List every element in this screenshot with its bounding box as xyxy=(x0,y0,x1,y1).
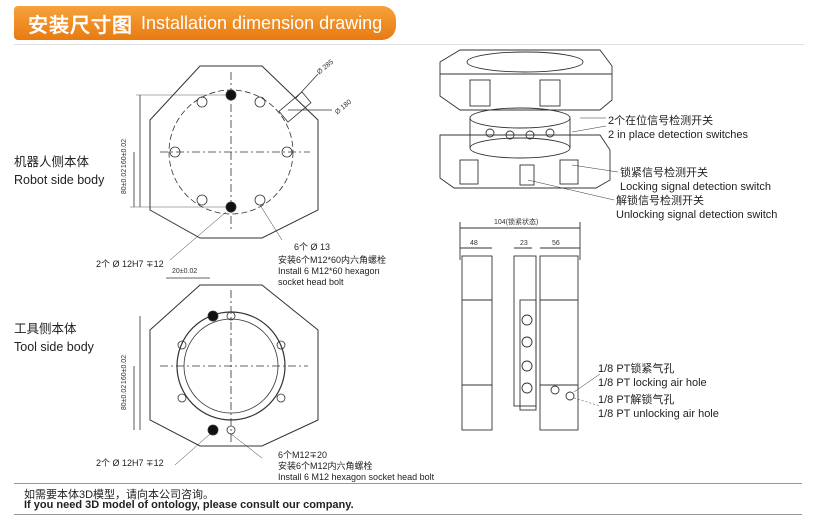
lock-switch-en: Locking signal detection switch xyxy=(620,181,772,193)
dim-total104: 104(锁紧状态) xyxy=(494,219,539,226)
dim-pin-tool: 2个 Ø 12H7 ∓12 xyxy=(96,458,164,468)
dim-h80: 80±0.02 xyxy=(121,168,129,195)
unlock-switch-note: 解锁信号检测开关 Unlocking signal detection swit… xyxy=(616,194,777,222)
robot-bolt-en1: Install 6 M12*60 hexagon xyxy=(278,266,380,276)
dim-h160: 160±0.02 xyxy=(121,138,129,169)
tool-bolt-note: 6个M12∓20 安装6个M12内六角螺栓 Install 6 M12 hexa… xyxy=(278,450,434,483)
tool-hole-spec: 6个M12∓20 xyxy=(278,450,328,460)
robot-bolt-note: 安装6个M12*60内六角螺栓 Install 6 M12*60 hexagon… xyxy=(278,255,386,288)
dim-56: 56 xyxy=(552,240,560,247)
inplace-cn: 2个在位信号检测开关 xyxy=(608,115,714,127)
unlock-air-note: 1/8 PT解锁气孔 1/8 PT unlocking air hole xyxy=(598,393,719,421)
side-view xyxy=(459,222,601,431)
iso-view xyxy=(439,49,619,201)
tool-side-cn: 工具侧本体 xyxy=(14,322,77,336)
dim-23: 23 xyxy=(520,240,528,247)
robot-side-en: Robot side body xyxy=(14,173,105,187)
title-en: Installation dimension drawing xyxy=(141,12,383,33)
dim-offset20: 20±0.02 xyxy=(172,268,198,275)
dim-hole13: 6个 Ø 13 xyxy=(294,242,331,252)
lock-air-en: 1/8 PT locking air hole xyxy=(598,377,707,389)
tool-side-label: 工具侧本体 Tool side body xyxy=(14,320,94,356)
tool-side-view xyxy=(133,277,319,466)
title-cn: 安装尺寸图 xyxy=(28,14,133,37)
footer-note: 如需要本体3D模型，请向本公司咨询。 If you need 3D model … xyxy=(14,483,802,515)
title-banner: 安装尺寸图 Installation dimension drawing xyxy=(14,6,396,40)
lock-switch-note: 锁紧信号检测开关 Locking signal detection switch xyxy=(620,166,771,194)
tool-bolt-cn: 安装6个M12内六角螺栓 xyxy=(278,461,373,471)
robot-side-view xyxy=(130,65,332,261)
dim-tool-h80: 80±0.02 xyxy=(121,384,129,411)
unlock-switch-en: Unlocking signal detection switch xyxy=(616,209,778,221)
footer-cn: 如需要本体3D模型，请向本公司咨询。 xyxy=(24,489,215,501)
tool-side-en: Tool side body xyxy=(14,340,94,354)
inplace-en: 2 in place detection switches xyxy=(608,129,749,141)
dim-48: 48 xyxy=(470,240,478,247)
inplace-switch-note: 2个在位信号检测开关 2 in place detection switches xyxy=(608,114,748,142)
footer-en: If you need 3D model of ontology, please… xyxy=(24,499,354,511)
robot-side-cn: 机器人侧本体 xyxy=(14,155,90,169)
header-divider xyxy=(14,44,804,45)
dim-pin-robot: 2个 Ø 12H7 ∓12 xyxy=(96,259,164,269)
robot-bolt-cn: 安装6个M12*60内六角螺栓 xyxy=(278,255,387,265)
unlock-air-cn: 1/8 PT解锁气孔 xyxy=(598,394,675,406)
robot-side-label: 机器人侧本体 Robot side body xyxy=(14,153,104,189)
dim-tool-h160: 160±0.02 xyxy=(121,354,129,385)
lock-air-cn: 1/8 PT锁紧气孔 xyxy=(598,363,675,375)
tool-bolt-en: Install 6 M12 hexagon socket head bolt xyxy=(278,472,435,482)
unlock-air-en: 1/8 PT unlocking air hole xyxy=(598,408,719,420)
robot-bolt-en2: socket head bolt xyxy=(278,277,344,287)
unlock-switch-cn: 解锁信号检测开关 xyxy=(616,195,704,207)
lock-air-note: 1/8 PT锁紧气孔 1/8 PT locking air hole xyxy=(598,362,707,390)
lock-switch-cn: 锁紧信号检测开关 xyxy=(620,167,708,179)
